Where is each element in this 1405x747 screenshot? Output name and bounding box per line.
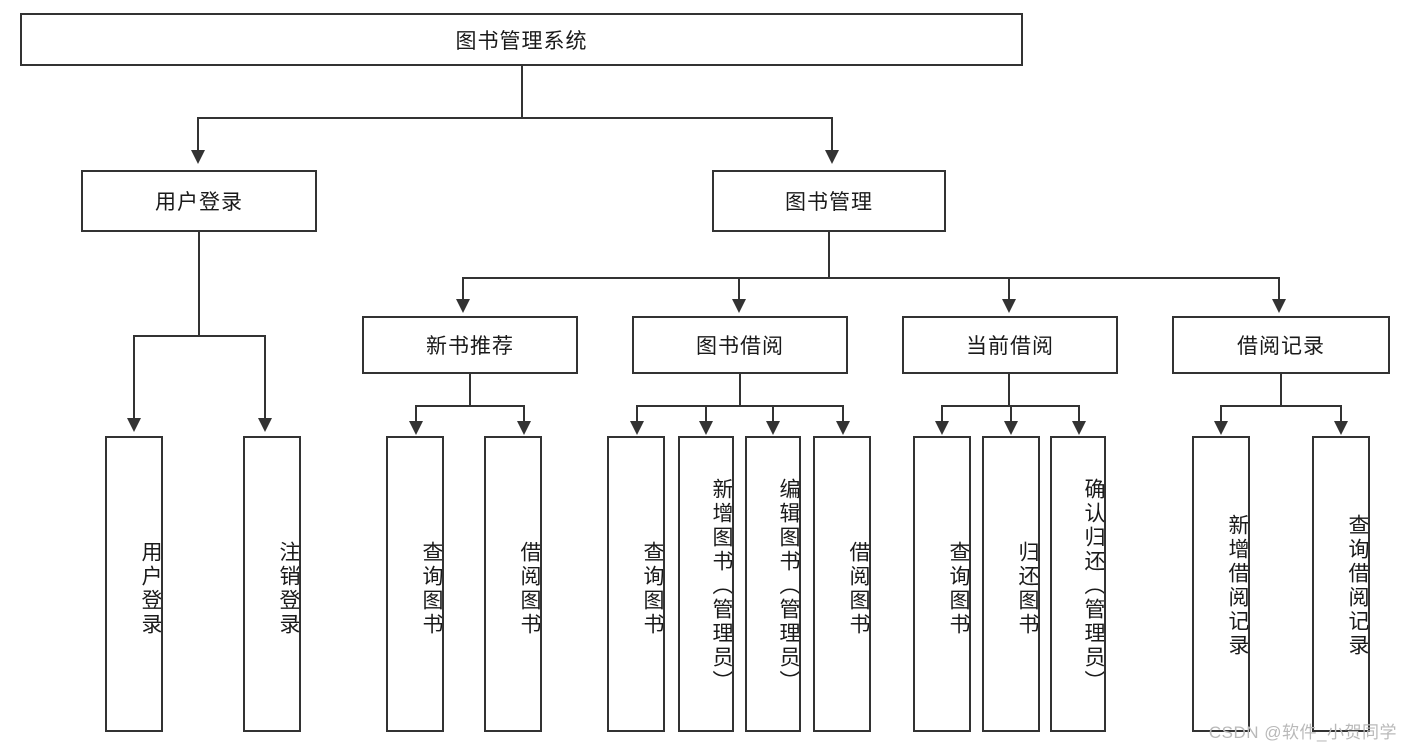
node-label: 当前借阅	[966, 335, 1054, 358]
arrowhead-nbr-leaf-2	[517, 421, 531, 435]
node-label: 用户登录	[155, 191, 243, 214]
node-leaf-confirm-return-admin[interactable]: 确认归还（管理员）	[1050, 436, 1106, 732]
arrowhead-book-management	[825, 150, 839, 164]
node-leaf-borrow-book[interactable]: 借阅图书	[813, 436, 871, 732]
arrowhead-cb-leaf-3	[1072, 421, 1086, 435]
node-leaf-logout-login[interactable]: 注销登录	[243, 436, 301, 732]
arrowhead-user-login	[191, 150, 205, 164]
node-label: 图书借阅	[696, 335, 784, 358]
arrowhead-leaf-logout-login	[258, 418, 272, 432]
connector-root-bar	[197, 117, 833, 119]
connector-user-login-bar	[133, 335, 266, 337]
node-new-book-recommend[interactable]: 新书推荐	[362, 316, 578, 374]
connector-book-borrow-bar	[636, 405, 844, 407]
connector-bb-leaf-4	[842, 405, 844, 423]
connector-to-new-book-recommend	[462, 277, 464, 301]
node-label: 借阅图书	[518, 541, 541, 637]
node-label: 编辑图书（管理员）	[777, 478, 800, 694]
arrowhead-nbr-leaf-1	[409, 421, 423, 435]
connector-book-borrow-trunk	[739, 374, 741, 406]
node-label: 图书管理系统	[455, 29, 588, 53]
connector-br-leaf-1	[1220, 405, 1222, 423]
connector-root-to-book-management	[831, 117, 833, 152]
node-root-system[interactable]: 图书管理系统	[20, 13, 1023, 66]
node-leaf-query-borrow-record[interactable]: 查询借阅记录	[1312, 436, 1370, 732]
node-label: 新增图书（管理员）	[710, 478, 733, 694]
node-label: 查询借阅记录	[1346, 514, 1369, 658]
node-label: 查询图书	[420, 541, 443, 637]
node-user-login[interactable]: 用户登录	[81, 170, 317, 232]
arrowhead-book-borrow	[732, 299, 746, 313]
connector-bb-leaf-1	[636, 405, 638, 423]
arrowhead-leaf-user-login	[127, 418, 141, 432]
node-label: 借阅图书	[847, 541, 870, 637]
csdn-watermark: CSDN @软件_小贺同学	[1208, 723, 1397, 742]
arrowhead-br-leaf-2	[1334, 421, 1348, 435]
connector-root-to-user-login	[197, 117, 199, 152]
arrowhead-bb-leaf-2	[699, 421, 713, 435]
connector-to-current-borrow	[1008, 277, 1010, 301]
arrowhead-cb-leaf-2	[1004, 421, 1018, 435]
arrowhead-new-book-recommend	[456, 299, 470, 313]
node-label: 查询图书	[947, 541, 970, 637]
node-label: 用户登录	[139, 541, 162, 637]
node-label: 新增借阅记录	[1226, 514, 1249, 658]
connector-nbr-leaf-1	[415, 405, 417, 423]
connector-borrow-record-trunk	[1280, 374, 1282, 406]
connector-to-book-borrow	[738, 277, 740, 301]
connector-book-management-bar	[462, 277, 1280, 279]
node-leaf-query-book-current[interactable]: 查询图书	[913, 436, 971, 732]
connector-to-borrow-record	[1278, 277, 1280, 301]
connector-new-book-recommend-bar	[415, 405, 525, 407]
node-label: 图书管理	[785, 191, 873, 214]
node-label: 确认归还（管理员）	[1082, 478, 1105, 694]
connector-current-borrow-trunk	[1008, 374, 1010, 406]
connector-new-book-recommend-trunk	[469, 374, 471, 406]
arrowhead-cb-leaf-1	[935, 421, 949, 435]
node-leaf-edit-book-admin[interactable]: 编辑图书（管理员）	[745, 436, 801, 732]
node-leaf-user-login[interactable]: 用户登录	[105, 436, 163, 732]
arrowhead-current-borrow	[1002, 299, 1016, 313]
arrowhead-bb-leaf-1	[630, 421, 644, 435]
node-label: 查询图书	[641, 541, 664, 637]
node-leaf-return-book[interactable]: 归还图书	[982, 436, 1040, 732]
connector-book-management-trunk	[828, 232, 830, 278]
arrowhead-bb-leaf-3	[766, 421, 780, 435]
connector-nbr-leaf-2	[523, 405, 525, 423]
node-label: 借阅记录	[1237, 335, 1325, 358]
arrowhead-bb-leaf-4	[836, 421, 850, 435]
node-label: 新书推荐	[426, 335, 514, 358]
connector-cb-leaf-2	[1010, 405, 1012, 423]
arrowhead-borrow-record	[1272, 299, 1286, 313]
connector-cb-leaf-3	[1078, 405, 1080, 423]
node-label: 注销登录	[277, 541, 300, 637]
connector-to-leaf-user-login	[133, 335, 135, 420]
connector-user-login-trunk	[198, 232, 200, 336]
node-current-borrow[interactable]: 当前借阅	[902, 316, 1118, 374]
node-leaf-add-borrow-record[interactable]: 新增借阅记录	[1192, 436, 1250, 732]
arrowhead-br-leaf-1	[1214, 421, 1228, 435]
connector-to-leaf-logout-login	[264, 335, 266, 420]
connector-bb-leaf-3	[772, 405, 774, 423]
node-book-management[interactable]: 图书管理	[712, 170, 946, 232]
connector-root-trunk	[521, 66, 523, 118]
node-leaf-query-book-recommend[interactable]: 查询图书	[386, 436, 444, 732]
node-book-borrow[interactable]: 图书借阅	[632, 316, 848, 374]
node-borrow-record[interactable]: 借阅记录	[1172, 316, 1390, 374]
node-leaf-query-book-borrow[interactable]: 查询图书	[607, 436, 665, 732]
node-leaf-borrow-book-recommend[interactable]: 借阅图书	[484, 436, 542, 732]
node-label: 归还图书	[1016, 541, 1039, 637]
connector-br-leaf-2	[1340, 405, 1342, 423]
connector-bb-leaf-2	[705, 405, 707, 423]
connector-cb-leaf-1	[941, 405, 943, 423]
node-leaf-add-book-admin[interactable]: 新增图书（管理员）	[678, 436, 734, 732]
connector-borrow-record-bar	[1220, 405, 1342, 407]
